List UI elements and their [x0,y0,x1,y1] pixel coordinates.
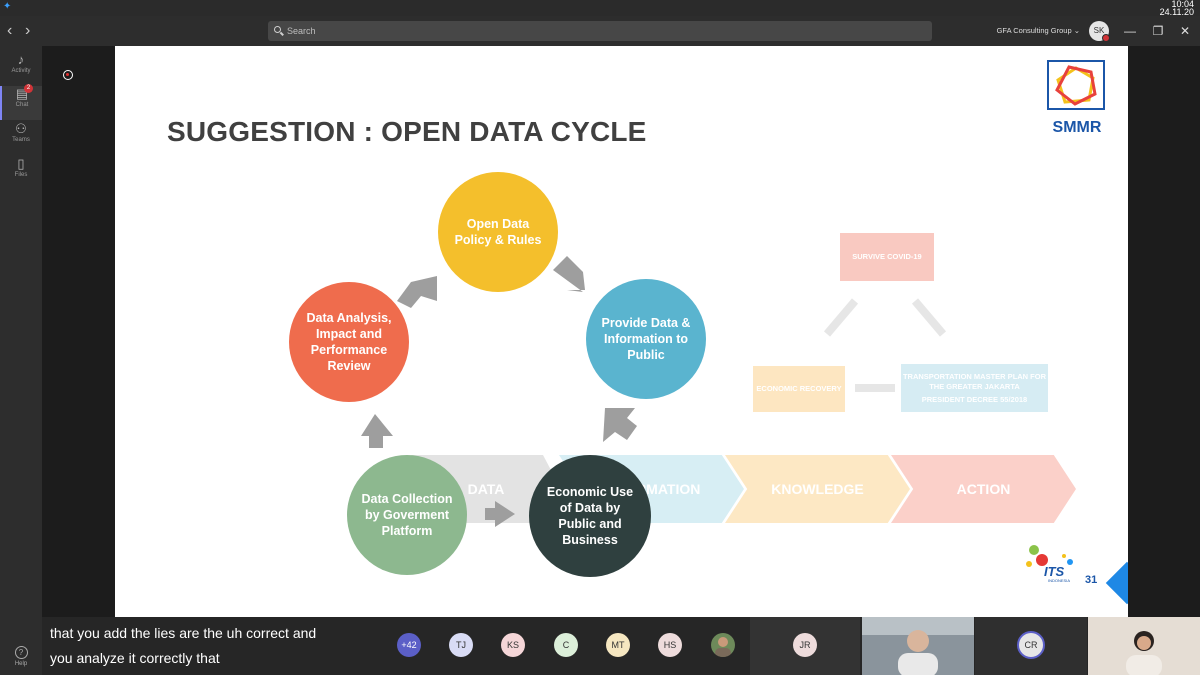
chevron-action: ACTION [891,455,1076,523]
cycle-node-economic-use: Economic Use of Data by Public and Busin… [529,455,651,577]
user-avatar[interactable]: SK [1089,21,1110,42]
help-label: Help [14,661,28,667]
cycle-node-label: Open Data Policy & Rules [454,217,542,247]
arrow-left [485,501,515,527]
system-clock: 10:04 24.11.20 [1134,0,1194,17]
chevron-label: ACTION [956,481,1011,497]
participant-avatar[interactable]: KS [501,633,525,657]
arrow-up-right [397,276,437,308]
os-taskbar: ✦ 10:04 24.11.20 [0,0,1200,17]
faded-box-transport: TRANSPORTATION MASTER PLAN FOR THE GREAT… [901,364,1048,412]
teams-icon: ⚇ [15,121,27,136]
participant-avatar[interactable]: MT [606,633,630,657]
search-input[interactable]: Search [268,21,932,41]
chevron-knowledge: KNOWLEDGE [725,455,910,523]
cycle-node-label: Economic Use of Data by Public and Busin… [546,485,634,547]
live-caption: that you add the lies are the uh correct… [50,621,380,671]
cycle-arrows [361,256,637,527]
help-icon: ? [14,646,28,659]
participant-avatar: CR [1017,631,1045,659]
clock-time: 10:04 [1171,0,1194,9]
rail-item-chat[interactable]: ▤ Chat [0,86,42,120]
smmr-logo-icon [1047,60,1105,110]
app-rail [0,46,42,675]
person-photo-icon [715,637,731,657]
chevron-label: DATA [467,481,505,497]
shared-slide: SUGGESTION : OPEN DATA CYCLE SMMR SURVIV… [115,46,1128,617]
recording-indicator-icon [63,70,73,80]
its-logo-icon [1026,545,1073,567]
caption-line-2: you analyze it correctly that [50,650,220,666]
faded-box-survive: SURVIVE COVID-19 [840,233,934,281]
its-indonesia-logo: ITS INDONESIA [1020,542,1080,588]
cycle-node-provide: Provide Data & Information to Public [586,279,706,399]
organization-switcher[interactable]: GFA Consulting Group ⌄ [996,26,1080,35]
arrow-down-left [603,408,637,442]
faded-box-transport-line1: TRANSPORTATION MASTER PLAN FOR THE GREAT… [902,371,1047,391]
chat-unread-badge: 2 [24,84,33,93]
participant-tile-jr[interactable]: JR [750,617,860,675]
bell-icon: ♪ [17,52,25,67]
cycle-node-label: Provide Data & Information to Public [601,316,691,362]
participant-photo-avatar[interactable] [711,633,735,657]
more-participants-badge[interactable]: +42 [397,633,421,657]
cycle-node-label: Data Collection by Goverment Platform [361,492,453,538]
search-placeholder: Search [287,26,316,36]
minimize-button[interactable]: — [1124,24,1136,38]
search-icon [274,26,281,33]
participant-video-tile[interactable] [1088,617,1200,675]
app-logo-icon: ✦ [3,1,12,12]
caption-line-1: that you add the lies are the uh correct… [50,625,317,641]
help-button[interactable]: ? Help [8,646,34,667]
faded-box-economic: ECONOMIC RECOVERY [753,366,845,412]
rail-item-files[interactable]: ▯ Files [0,156,42,190]
close-button[interactable]: ✕ [1179,24,1191,38]
person-video-icon [1088,617,1200,675]
cycle-node-collection: Data Collection by Goverment Platform [347,455,467,575]
cycle-node-policy: Open Data Policy & Rules [438,172,558,292]
participant-video-tile[interactable] [862,617,974,675]
rail-label: Chat [15,102,29,108]
forward-arrow-icon[interactable]: › [25,22,31,39]
rail-item-activity[interactable]: ♪ Activity [0,52,42,86]
slide-title: SUGGESTION : OPEN DATA CYCLE [167,116,647,147]
files-icon: ▯ [17,156,25,171]
participant-avatar[interactable]: C [554,633,578,657]
chat-icon: ▤ [15,86,29,101]
chevron-label: KNOWLEDGE [771,481,864,497]
cycle-node-analysis: Data Analysis, Impact and Performance Re… [289,282,409,402]
participant-avatar[interactable]: TJ [449,633,473,657]
participant-avatar[interactable]: HS [658,633,682,657]
cycle-node-label: Data Analysis, Impact and Performance Re… [306,311,392,373]
arrow-up [361,414,393,448]
its-logo-text: ITS [1044,564,1065,579]
smmr-logo-text: SMMR [1052,119,1102,136]
participant-avatar: JR [793,633,817,657]
faded-connector-arrows [823,298,947,392]
faded-box-transport-line2: PRESIDENT DECREE 55/2018 [921,394,1028,404]
rail-label: Teams [12,137,30,143]
rail-label: Files [14,172,28,178]
restore-button[interactable]: ❐ [1152,24,1164,38]
rail-item-teams[interactable]: ⚇ Teams [0,121,42,155]
clock-date: 24.11.20 [1159,7,1194,17]
participant-tile-cr[interactable]: CR [975,617,1087,675]
back-arrow-icon[interactable]: ‹ [7,22,13,39]
person-video-icon [862,617,974,675]
rail-label: Activity [11,68,31,74]
slide-page-number: 31 [1085,574,1098,586]
its-logo-subtext: INDONESIA [1048,578,1071,583]
arrow-right-down [553,256,585,292]
